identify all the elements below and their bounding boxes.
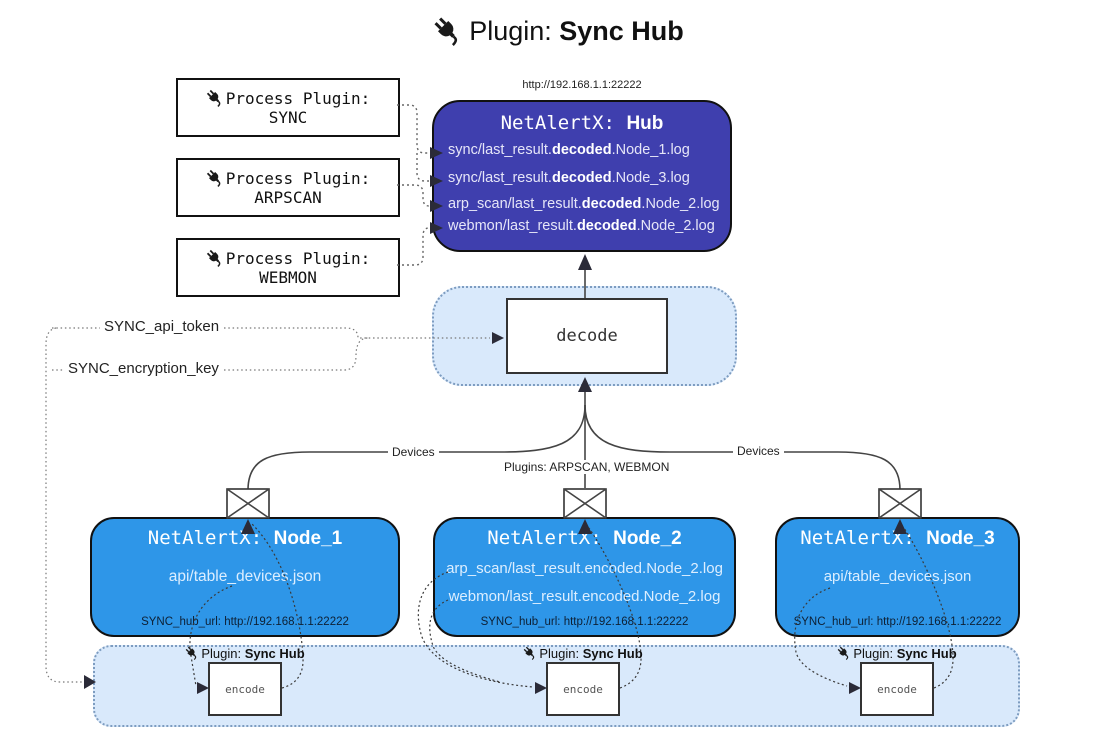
log-post: .Node_2.log <box>641 196 720 212</box>
process-plugin-name: SYNC <box>268 107 308 127</box>
plug-icon <box>205 89 224 107</box>
encode-box: encode <box>860 662 934 716</box>
process-plugin-webmon: Process Plugin: WEBMON <box>176 238 400 297</box>
settings-to-band-line <box>45 327 83 683</box>
hub-title-prefix: NetAlertX: <box>500 112 627 134</box>
node-title-name: Node_2 <box>613 528 682 549</box>
node2-hub-url: SYNC_hub_url: http://192.168.1.1:22222 <box>480 616 689 628</box>
process-plugin-label: Process Plugin: <box>225 168 371 188</box>
title-prefix: Plugin: <box>469 16 560 46</box>
bottom-plugin-prefix: Plugin: <box>201 646 245 661</box>
bottom-plugin-label: Plugin: Sync Hub <box>165 644 325 661</box>
log-post: .Node_3.log <box>611 170 690 186</box>
envelope-icon <box>226 488 270 519</box>
sync-api-token-label: SYNC_api_token <box>100 318 224 335</box>
connector-sync-log2 <box>416 153 429 182</box>
process-plugin-label: Process Plugin: <box>225 248 371 268</box>
log-post: .Node_1.log <box>611 142 690 158</box>
hub-log-line: sync/last_result.decoded.Node_1.log <box>448 142 726 164</box>
connector-webmon-log4 <box>397 227 430 266</box>
process-plugin-sync: Process Plugin: SYNC <box>176 78 400 137</box>
bottom-plugin-name: Sync Hub <box>896 646 957 661</box>
title-name: Sync Hub <box>559 16 684 46</box>
encode-box: encode <box>208 662 282 716</box>
bottom-plugin-name: Sync Hub <box>244 646 305 661</box>
plug-icon <box>522 644 539 661</box>
process-plugin-name: ARPSCAN <box>254 187 322 207</box>
bottom-plugin-prefix: Plugin: <box>539 646 583 661</box>
plug-icon <box>205 169 224 187</box>
node3-hub-url: SYNC_hub_url: http://192.168.1.1:22222 <box>793 616 1002 628</box>
node-title-name: Node_1 <box>273 528 343 549</box>
process-plugin-label: Process Plugin: <box>225 88 371 108</box>
log-bold: decoded <box>581 196 642 212</box>
node2-file: arp_scan/last_result.encoded.Node_2.log <box>446 560 723 577</box>
bottom-plugin-name: Sync Hub <box>582 646 643 661</box>
plug-icon <box>205 249 224 267</box>
decode-to-hub-arrowhead <box>578 254 592 270</box>
node1-file: api/table_devices.json <box>168 568 322 585</box>
node1-box <box>90 517 400 637</box>
log-bold: decoded <box>551 170 612 186</box>
devices-edge-label-right: Devices <box>733 444 784 458</box>
hub-log-line: webmon/last_result.decoded.Node_2.log <box>448 218 726 240</box>
node-title-prefix: NetAlertX: <box>487 527 614 549</box>
decode-box: decode <box>506 298 668 374</box>
node-title-prefix: NetAlertX: <box>800 527 927 549</box>
plugins-edge-label: Plugins: ARPSCAN, WEBMON <box>500 460 674 474</box>
process-plugin-name: WEBMON <box>259 267 317 287</box>
log-bold: decoded <box>576 218 637 234</box>
hub-url: http://192.168.1.1:22222 <box>522 79 642 91</box>
envelope-icon <box>878 488 922 519</box>
hub-log-line: sync/last_result.decoded.Node_3.log <box>448 170 726 192</box>
node2-file: webmon/last_result.encoded.Node_2.log <box>448 588 721 605</box>
devices-edge-label-left: Devices <box>388 445 439 459</box>
node3-file: api/table_devices.json <box>823 568 972 585</box>
node3-title: NetAlertX: Node_3 <box>775 527 1020 550</box>
plug-icon <box>431 14 464 47</box>
hub-title-name: Hub <box>626 113 664 134</box>
log-pre: arp_scan/last_result. <box>448 196 582 212</box>
hub-log-line: arp_scan/last_result.decoded.Node_2.log <box>448 196 726 218</box>
envelope-icon <box>563 488 607 519</box>
connector-arpscan-log3 <box>397 184 430 207</box>
process-plugin-arpscan: Process Plugin: ARPSCAN <box>176 158 400 217</box>
node1-title: NetAlertX: Node_1 <box>90 527 400 550</box>
node-title-name: Node_3 <box>926 528 995 549</box>
hub-box <box>432 100 732 252</box>
sync-encryption-key-label: SYNC_encryption_key <box>64 360 223 377</box>
bottom-plugin-label: Plugin: Sync Hub <box>817 644 977 661</box>
log-pre: webmon/last_result. <box>448 218 577 234</box>
bottom-plugin-prefix: Plugin: <box>853 646 897 661</box>
node-title-prefix: NetAlertX: <box>147 527 274 549</box>
log-post: .Node_2.log <box>636 218 715 234</box>
log-pre: sync/last_result. <box>448 142 552 158</box>
node1-hub-url: SYNC_hub_url: http://192.168.1.1:22222 <box>141 616 349 628</box>
node2-title: NetAlertX: Node_2 <box>433 527 736 550</box>
encode-box: encode <box>546 662 620 716</box>
page-title: Plugin: Sync Hub <box>0 14 1117 47</box>
plug-icon <box>184 644 201 661</box>
connector-sync-log1 <box>397 104 429 154</box>
bottom-plugin-label: Plugin: Sync Hub <box>503 644 663 661</box>
hub-title: NetAlertX: Hub <box>432 112 732 135</box>
log-pre: sync/last_result. <box>448 170 552 186</box>
plug-icon <box>836 644 853 661</box>
log-bold: decoded <box>551 142 612 158</box>
